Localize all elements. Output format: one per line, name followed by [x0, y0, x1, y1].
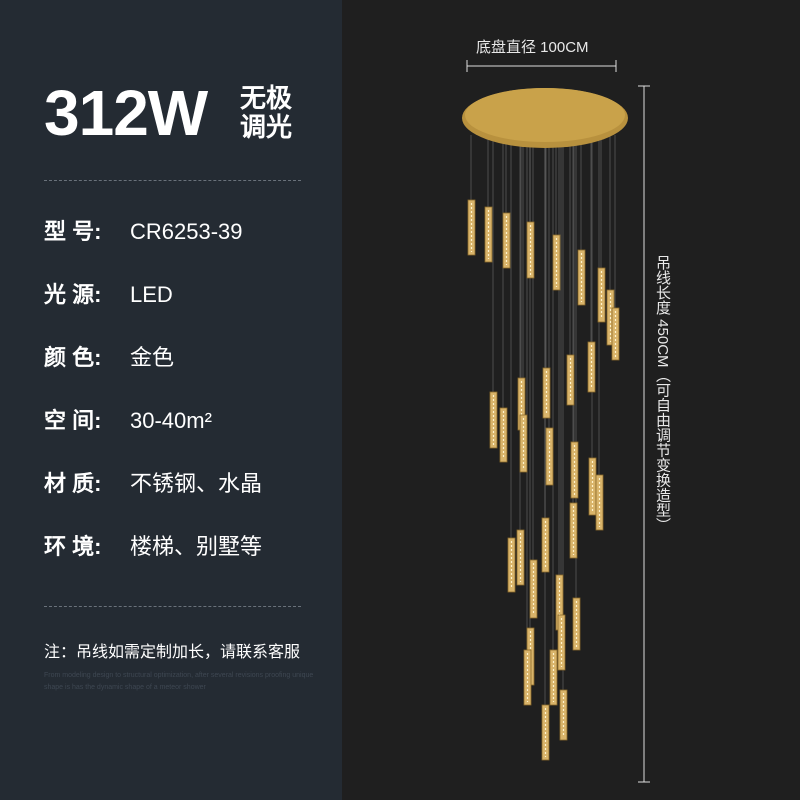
spec-panel: 312W 无极调光 型 号: CR6253-39 光 源: LED 颜 色: 金色空 间:…: [0, 0, 342, 800]
spec-value: 楼梯、别墅等: [130, 534, 263, 559]
spec-label: 材 质:: [44, 471, 102, 496]
spec-label: 颜 色:: [44, 345, 102, 370]
spec-row: 颜 色: 金色: [44, 344, 174, 372]
dimming-label: 无极调光: [240, 84, 300, 142]
custom-note: 注：吊线如需定制加长，请联系客服: [44, 644, 301, 661]
spec-label: 型 号:: [44, 219, 102, 244]
dimming-line2: 调光: [240, 112, 293, 142]
spec-row: 型 号: CR6253-39: [44, 218, 243, 246]
spec-row: 环 境: 楼梯、别墅等: [44, 533, 262, 561]
wire-length-label: 吊线长度 450CM（可自由调节变换造型）: [654, 255, 671, 533]
divider: [44, 180, 301, 181]
dimming-line1: 无极: [240, 83, 293, 113]
spec-value: 不锈钢、水晶: [130, 471, 263, 496]
spec-value: 30-40m²: [130, 408, 212, 433]
spec-value: 金色: [130, 345, 175, 370]
spec-label: 光 源:: [44, 282, 102, 307]
spec-value: CR6253-39: [130, 219, 243, 244]
spec-row: 光 源: LED: [44, 281, 173, 309]
spec-row: 材 质: 不锈钢、水晶: [44, 470, 262, 498]
fine-print: From modeling design to structural optim…: [44, 672, 314, 691]
spec-value: LED: [130, 282, 173, 307]
spec-label: 空 间:: [44, 408, 102, 433]
base-diameter-label: 底盘直径 100CM: [476, 39, 589, 56]
spec-row: 空 间: 30-40m²: [44, 407, 212, 435]
crystal-rod: [572, 597, 581, 651]
spec-label: 环 境:: [44, 534, 102, 559]
ceiling-plate-top: [465, 88, 625, 142]
crystal-rod: [611, 307, 620, 361]
divider: [44, 606, 301, 607]
power-rating: 312W: [44, 77, 208, 149]
